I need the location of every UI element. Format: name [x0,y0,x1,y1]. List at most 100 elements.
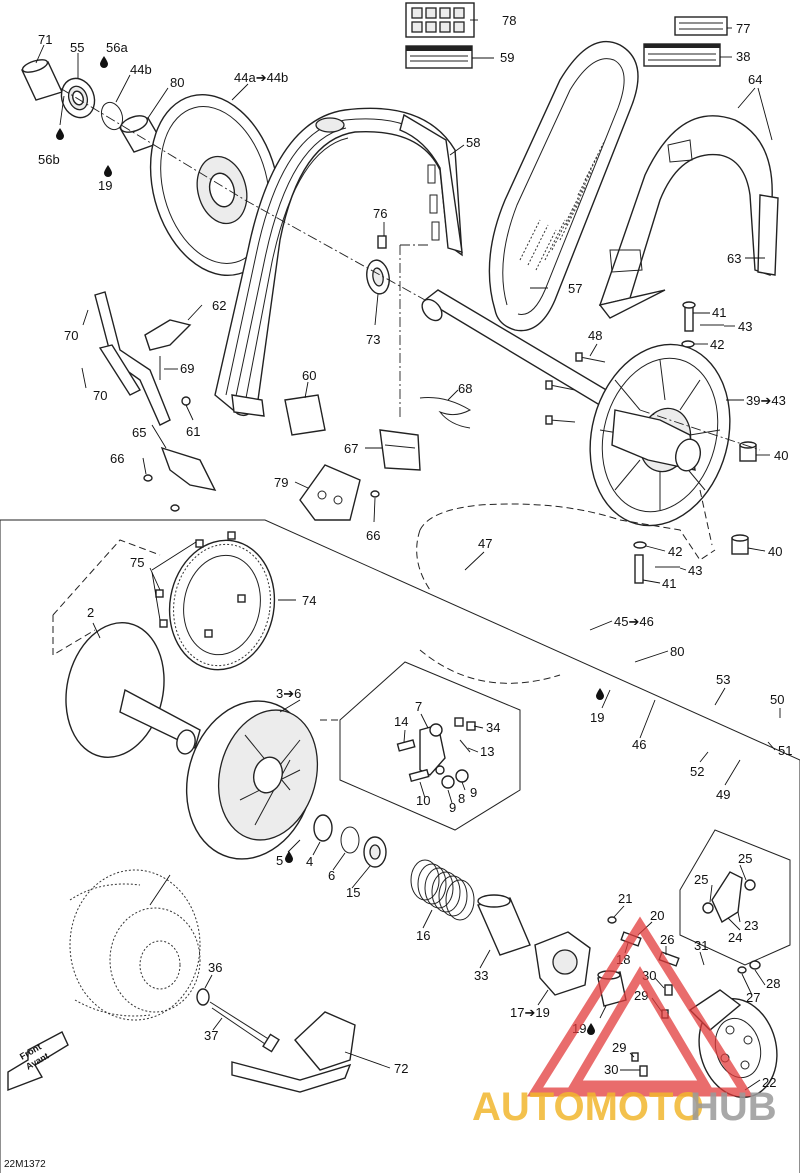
label-80-lower: 80 [670,644,684,659]
part-13-pin [459,739,471,753]
label-70-bottom: 70 [93,388,107,403]
part-6-ring [340,826,360,854]
part-16-spring [410,859,475,921]
part-4-bushing [313,814,333,842]
part-67-bracket [379,429,421,471]
label-36: 36 [208,960,222,975]
label-26: 26 [660,932,674,947]
part-66-nut-right [370,490,380,498]
part-65-plate [160,446,217,491]
part-39-driven-pulley [589,343,731,527]
label-66-left: 66 [110,451,124,466]
label-6: 6 [328,868,335,883]
label-34: 34 [486,720,500,735]
part-72-bracket [231,1011,356,1093]
label-22: 22 [762,1075,776,1090]
label-45-46: 45➔46 [614,614,654,629]
part-73-bushing [366,259,390,295]
label-19-upper: 19 [98,178,112,193]
label-59: 59 [500,50,514,65]
oil-drop-icons [56,56,604,1035]
part-76-pin [377,235,387,249]
oil-drop-icon [285,851,293,863]
label-78: 78 [502,13,516,28]
label-15: 15 [346,885,360,900]
label-39-43: 39➔43 [746,393,786,408]
part-14-pin [396,739,416,752]
engine-outline [69,869,201,1021]
label-64: 64 [748,72,762,87]
label-74: 74 [302,593,316,608]
part-40-spacer-bottom [731,534,749,555]
label-19-mid: 19 [590,710,604,725]
part-44b-ring [100,101,124,131]
label-56a: 56a [106,40,128,55]
label-48: 48 [588,328,602,343]
label-5: 5 [276,853,283,868]
part-62-cap [144,319,192,351]
label-50: 50 [770,692,784,707]
part-2-fixed-sheave [65,622,201,758]
label-38: 38 [736,49,750,64]
part-68-clip [419,397,472,429]
part-63-belt-cover [598,115,779,319]
watermark: AUTOMOTO HUB [472,916,777,1129]
inset-box-roller [339,661,521,831]
watermark-text-hub: HUB [690,1085,777,1129]
axis-lines-upper [59,87,761,451]
watermark-text-automoto: AUTOMOTO [472,1085,704,1129]
part-21-washer [607,916,617,924]
callout-labels: 71 55 56a 44b 80 44a➔44b 56b 19 78 59 77… [38,13,792,1090]
label-71: 71 [38,32,52,47]
front-direction-arrow: Front Avant [7,1031,69,1092]
label-56b: 56b [38,152,60,167]
label-46: 46 [632,737,646,752]
part-30-screws [639,984,673,1077]
label-9-left: 9 [449,800,456,815]
part-71-cup [21,59,63,101]
label-61: 61 [186,424,200,439]
label-25-top: 25 [738,851,752,866]
label-80-upper: 80 [170,75,184,90]
label-44b: 44b [130,62,152,77]
label-25-left: 25 [694,872,708,887]
label-28: 28 [766,976,780,991]
label-30-bottom: 30 [604,1062,618,1077]
label-66-right: 66 [366,528,380,543]
part-23-24-25-weight [702,871,756,924]
label-70-top: 70 [64,328,78,343]
label-40-bottom: 40 [768,544,782,559]
part-15-washer [363,836,387,868]
label-58: 58 [466,135,480,150]
label-16: 16 [416,928,430,943]
oil-drop-icon [56,128,64,140]
label-41-bottom: 41 [662,576,676,591]
part-3-movable-sheave [185,700,319,860]
label-72: 72 [394,1061,408,1076]
label-33: 33 [474,968,488,983]
label-57: 57 [568,281,582,296]
label-42-bottom: 42 [668,544,682,559]
label-76: 76 [373,206,387,221]
label-3-6: 3➔6 [276,686,301,701]
label-53: 53 [716,672,730,687]
part-8-9-rollers [435,765,469,789]
label-65: 65 [132,425,146,440]
label-41-top: 41 [712,305,726,320]
label-67: 67 [344,441,358,456]
dashed-assembly-lines [52,489,716,721]
label-49: 49 [716,787,730,802]
label-37: 37 [204,1028,218,1043]
label-62: 62 [212,298,226,313]
part-80-bushing-upper [118,115,164,153]
label-20: 20 [650,908,664,923]
label-23: 23 [744,918,758,933]
label-8: 8 [458,791,465,806]
label-75: 75 [130,555,144,570]
label-9-right: 9 [470,785,477,800]
label-4: 4 [306,854,313,869]
part-78-label [405,2,475,38]
label-2: 2 [87,605,94,620]
label-47: 47 [478,536,492,551]
